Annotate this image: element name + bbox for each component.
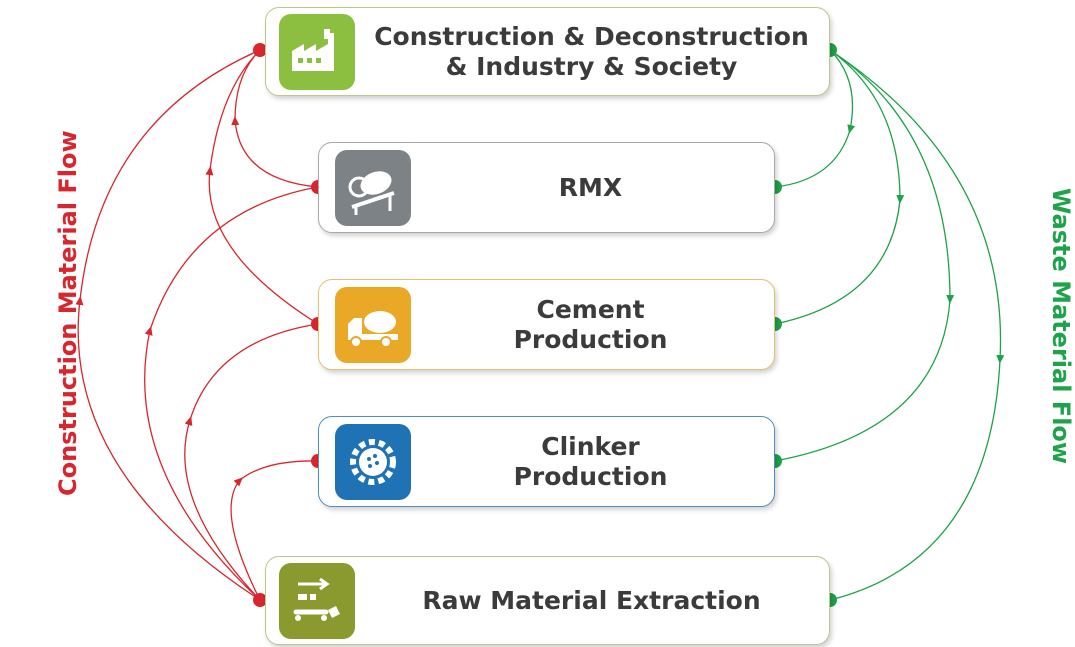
construction-out-dot	[253, 43, 267, 57]
construction-flow-arrow	[75, 49, 261, 601]
waste-flow-arrow	[829, 49, 1005, 601]
rmx-label: RMX	[558, 172, 623, 202]
waste-flow-arrows	[774, 49, 1005, 601]
construction-label: Construction & Deconstruction & Industry…	[374, 21, 809, 81]
kiln-gear-icon	[335, 424, 411, 500]
rmx-box: RMX	[318, 142, 775, 233]
raw-label: Raw Material Extraction	[422, 585, 761, 615]
raw-box: Raw Material Extraction	[265, 556, 830, 645]
conveyor-icon	[279, 563, 355, 639]
waste-flow-arrow	[774, 49, 856, 188]
waste-flow-arrow	[774, 49, 955, 462]
construction-flow-arrows	[75, 49, 319, 601]
raw-out-dot	[253, 593, 267, 607]
cement-box: Cement Production	[318, 279, 775, 370]
construction-flow-arrow	[230, 460, 319, 601]
cement-truck-icon	[335, 287, 411, 363]
construction-flow-arrow	[144, 186, 319, 601]
construction-box: Construction & Deconstruction & Industry…	[265, 7, 830, 96]
concrete-mixer-icon	[335, 150, 411, 226]
construction-flow-arrow	[205, 49, 319, 325]
factory-icon	[279, 14, 355, 90]
construction-flow-label: Construction Material Flow	[54, 130, 82, 496]
waste-flow-arrow	[774, 49, 905, 325]
construction-flow-arrow	[184, 323, 319, 601]
waste-flow-label: Waste Material Flow	[1047, 187, 1075, 465]
construction-flow-arrow	[231, 49, 319, 188]
clinker-box: Clinker Production	[318, 416, 775, 507]
cement-label: Cement Production	[513, 294, 668, 354]
clinker-label: Clinker Production	[513, 431, 668, 491]
